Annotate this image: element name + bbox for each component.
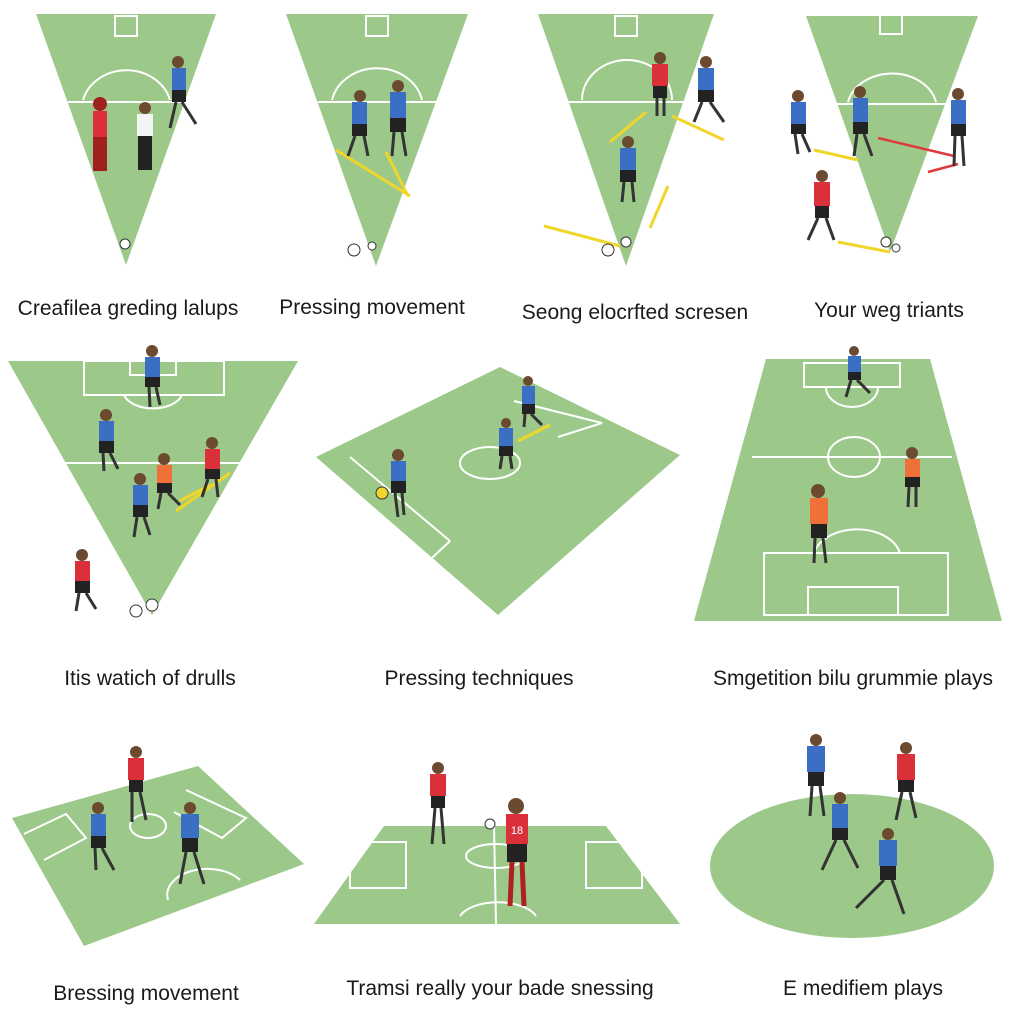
- drill-panel-7: Smgetition bilu grummie plays: [690, 345, 1024, 705]
- pitch-diagram-4: [791, 13, 978, 254]
- caption-drill-6: Pressing techniques: [384, 667, 574, 690]
- player-blue: [145, 345, 162, 408]
- player-blue: [522, 376, 544, 428]
- player-red: [128, 746, 148, 822]
- drill-panel-5: Itis watich of drulls: [0, 345, 310, 705]
- player-blue: [791, 90, 812, 155]
- player-orange: [905, 447, 920, 508]
- caption-drill-3: Seong elocrfted scresen: [521, 301, 749, 324]
- player-red-19: 18: [506, 798, 528, 907]
- pitch-diagram-2: [286, 14, 468, 266]
- player-red: [894, 742, 918, 821]
- player-blue: [168, 56, 198, 129]
- player-orange: [810, 484, 828, 564]
- player-blue: [620, 136, 636, 203]
- caption-drill-4: Your weg triants: [814, 299, 964, 322]
- drill-panel-3: Seong elocrfted scresen: [512, 0, 768, 330]
- player-blue: [951, 88, 966, 167]
- player-blue: [820, 792, 860, 871]
- player-blue: [346, 90, 370, 157]
- drill-panel-2: Pressing movement: [256, 0, 512, 330]
- caption-drill-7: Smgetition bilu grummie plays: [712, 667, 994, 690]
- pitch-diagram-7: [694, 346, 1002, 621]
- drill-panel-6: Pressing techniques: [310, 345, 690, 705]
- caption-drill-5: Itis watich of drulls: [64, 667, 236, 690]
- player-red: [93, 97, 107, 171]
- drill-panel-1: Creafileа greding lalups: [0, 0, 256, 330]
- pitch-diagram-9: 18: [314, 762, 680, 925]
- drill-panel-4: Your weg triants: [768, 0, 1024, 330]
- caption-drill-2: Pressing movement: [279, 296, 465, 319]
- player-blue: [807, 734, 826, 817]
- player-red: [74, 549, 98, 612]
- player-red: [200, 437, 220, 498]
- player-red: [430, 762, 446, 845]
- player-red: [806, 170, 836, 241]
- player-blue: [178, 802, 206, 885]
- caption-drill-8: Bressing movement: [53, 982, 239, 1005]
- pitch-diagram-5: [8, 345, 298, 618]
- player-white: [137, 102, 153, 170]
- player-blue: [99, 409, 120, 472]
- player-blue: [498, 418, 514, 470]
- player-red: [652, 52, 668, 116]
- player-orange: [156, 453, 182, 510]
- player-blue: [91, 802, 116, 871]
- pitch-diagram-10: [710, 734, 994, 938]
- pitch-diagram-6: [316, 367, 680, 615]
- player-blue: [390, 80, 408, 157]
- player-blue: [692, 56, 726, 123]
- player-blue: [844, 346, 872, 398]
- player-blue: [854, 828, 906, 915]
- caption-drill-9: Tramsi really your bade snessing: [346, 977, 654, 1000]
- player-blue: [852, 86, 874, 157]
- player-blue: [391, 449, 406, 518]
- caption-drill-1: Creafileа greding lalups: [17, 297, 239, 320]
- pitch-diagram-1: [36, 14, 216, 265]
- pitch-diagram-3: [538, 14, 726, 266]
- caption-drill-10: E medifiem plays: [783, 977, 943, 1000]
- jersey-number: 18: [511, 825, 523, 837]
- drill-panel-9: 18 Tramsi really your bade snessing: [310, 730, 690, 1024]
- drill-panel-8: Bressing movement: [0, 730, 310, 1024]
- drill-panel-10: E medifiem plays: [690, 730, 1024, 1024]
- player-blue: [132, 473, 152, 538]
- pitch-diagram-8: [12, 746, 304, 946]
